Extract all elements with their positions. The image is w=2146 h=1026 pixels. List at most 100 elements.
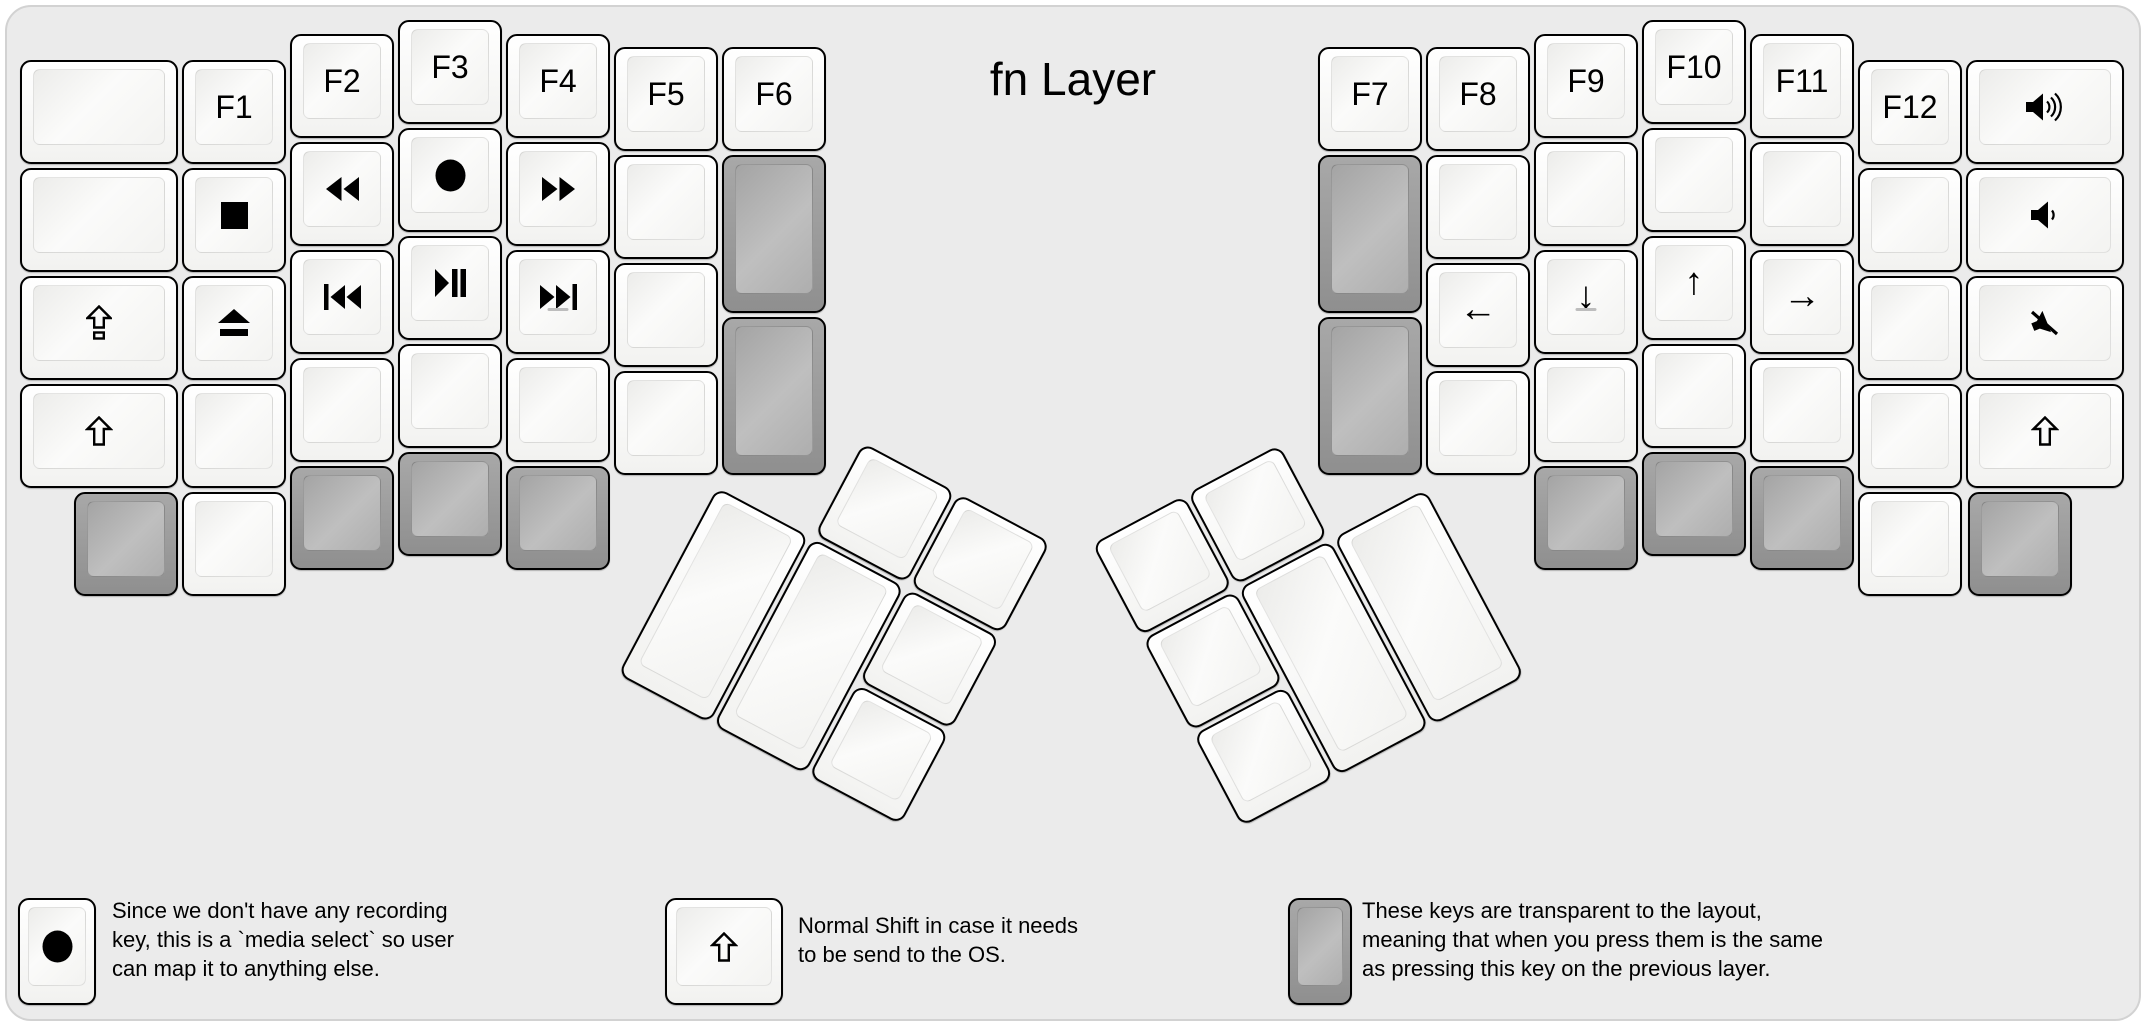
key-shift-right[interactable] — [1966, 384, 2124, 488]
key-caps-lock[interactable] — [20, 276, 178, 380]
key-blank-10[interactable] — [614, 371, 718, 475]
key-stop[interactable] — [182, 168, 286, 272]
key-transparent-9[interactable] — [1534, 466, 1638, 570]
key-label-f11: F11 — [1775, 62, 1829, 99]
key-label-f9: F9 — [1567, 62, 1605, 99]
key-transparent-1[interactable] — [74, 492, 178, 596]
key-blank-9[interactable] — [614, 263, 718, 367]
legend-key-media-select — [18, 898, 96, 1005]
key-transparent-2[interactable] — [290, 466, 394, 570]
key-transparent-4[interactable] — [506, 466, 610, 570]
key-label-f4: F4 — [539, 62, 577, 99]
key-f6[interactable]: F6 — [722, 47, 826, 151]
key-f10[interactable]: F10 — [1642, 20, 1746, 124]
keycap-blank-6 — [411, 353, 489, 429]
keycap-f6: F6 — [735, 56, 813, 132]
key-blank-6[interactable] — [398, 344, 502, 448]
key-f4[interactable]: F4 — [506, 34, 610, 138]
key-prev-track[interactable] — [290, 250, 394, 354]
key-label-f2: F2 — [323, 62, 361, 99]
key-arrow-up[interactable]: ↑ — [1642, 236, 1746, 340]
keycap-blank-8 — [627, 164, 705, 240]
key-next-track[interactable] — [506, 250, 610, 354]
key-transparent-3[interactable] — [398, 452, 502, 556]
key-label-f7: F7 — [1351, 75, 1389, 112]
key-blank-18[interactable] — [1750, 358, 1854, 462]
key-blank-13[interactable] — [1534, 142, 1638, 246]
keycap-transparent-10 — [1655, 461, 1733, 537]
key-arrow-down[interactable]: ↓ — [1534, 250, 1638, 354]
key-volume-mute[interactable] — [1966, 276, 2124, 380]
key-volume-up[interactable] — [1966, 60, 2124, 164]
key-arrow-left[interactable]: ← — [1426, 263, 1530, 367]
key-label-f1: F1 — [215, 88, 253, 125]
key-f11[interactable]: F11 — [1750, 34, 1854, 138]
key-blank-11[interactable] — [1426, 155, 1530, 259]
key-fast-forward[interactable] — [506, 142, 610, 246]
homing-dash — [547, 308, 569, 311]
homing-dash — [1575, 308, 1597, 311]
keycap-thumb-blank-9 — [1158, 604, 1263, 709]
key-blank-19[interactable] — [1858, 168, 1962, 272]
key-shift-left[interactable] — [20, 384, 178, 488]
key-volume-down[interactable] — [1966, 168, 2124, 272]
key-transparent-6[interactable] — [722, 317, 826, 475]
keycap-f8: F8 — [1439, 56, 1517, 132]
key-label-f10: F10 — [1666, 48, 1722, 85]
key-blank-16[interactable] — [1642, 344, 1746, 448]
key-transparent-11[interactable] — [1750, 466, 1854, 570]
stop-icon — [220, 201, 248, 229]
key-f9[interactable]: F9 — [1534, 34, 1638, 138]
keycap-f2: F2 — [303, 43, 381, 119]
key-blank-12[interactable] — [1426, 371, 1530, 475]
key-blank-8[interactable] — [614, 155, 718, 259]
key-f5[interactable]: F5 — [614, 47, 718, 151]
keycap-arrow-down: ↓ — [1547, 259, 1625, 335]
key-blank-2[interactable] — [20, 168, 178, 272]
key-eject[interactable] — [182, 276, 286, 380]
keycap-prev-track — [303, 259, 381, 335]
key-arrow-right[interactable]: → — [1750, 250, 1854, 354]
key-blank-15[interactable] — [1642, 128, 1746, 232]
rewind-icon — [325, 177, 359, 201]
key-f2[interactable]: F2 — [290, 34, 394, 138]
keycap-blank-13 — [1547, 151, 1625, 227]
keycap-stop — [195, 177, 273, 253]
key-transparent-8[interactable] — [1318, 317, 1422, 475]
key-f12[interactable]: F12 — [1858, 60, 1962, 164]
eject-icon — [218, 309, 250, 337]
key-rewind[interactable] — [290, 142, 394, 246]
key-blank-5[interactable] — [290, 358, 394, 462]
legend-text-shift: Normal Shift in case it needs to be send… — [798, 913, 1079, 967]
key-label-arrow-left: ← — [1459, 287, 1497, 330]
key-f3[interactable]: F3 — [398, 20, 502, 124]
key-transparent-7[interactable] — [1318, 155, 1422, 313]
keycap-blank-4 — [195, 501, 273, 577]
key-blank-20[interactable] — [1858, 276, 1962, 380]
key-blank-17[interactable] — [1750, 142, 1854, 246]
keycap-thumb-blank-5 — [879, 602, 985, 707]
key-f8[interactable]: F8 — [1426, 47, 1530, 151]
key-blank-21[interactable] — [1858, 384, 1962, 488]
keycap-blank-20 — [1871, 285, 1949, 361]
keycap-transparent-2 — [303, 475, 381, 551]
key-blank-3[interactable] — [182, 384, 286, 488]
keycap-shift-left — [33, 393, 165, 469]
key-blank-1[interactable] — [20, 60, 178, 164]
key-blank-22[interactable] — [1858, 492, 1962, 596]
key-f1[interactable]: F1 — [182, 60, 286, 164]
keycap-f7: F7 — [1331, 56, 1409, 132]
key-play-pause[interactable] — [398, 236, 502, 340]
record-icon — [42, 930, 73, 963]
key-media-select[interactable] — [398, 128, 502, 232]
key-blank-4[interactable] — [182, 492, 286, 596]
key-blank-7[interactable] — [506, 358, 610, 462]
key-label-f8: F8 — [1459, 75, 1497, 112]
keycap-f9: F9 — [1547, 43, 1625, 119]
key-transparent-10[interactable] — [1642, 452, 1746, 556]
key-f7[interactable]: F7 — [1318, 47, 1422, 151]
key-blank-14[interactable] — [1534, 358, 1638, 462]
key-transparent-12[interactable] — [1968, 492, 2072, 596]
key-transparent-5[interactable] — [722, 155, 826, 313]
